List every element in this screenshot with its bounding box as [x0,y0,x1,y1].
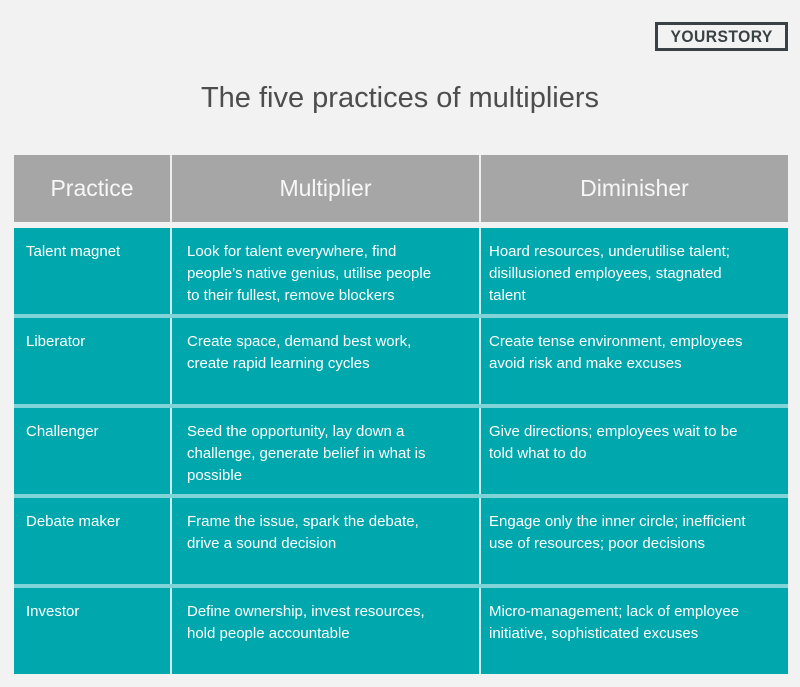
diminisher-cell: Hoard resources, underutilise talent; di… [479,228,788,314]
multiplier-cell: Define ownership, invest resources, hold… [170,588,479,674]
page-title: The five practices of multipliers [200,82,600,114]
multiplier-cell: Seed the opportunity, lay down a challen… [170,408,479,494]
column-header-practice: Practice [50,175,134,201]
diminisher-cell: Give directions; employees wait to be to… [479,408,788,494]
table-body: Talent magnet Look for talent everywhere… [14,228,788,674]
multiplier-cell: Frame the issue, spark the debate, drive… [170,498,479,584]
practice-cell: Liberator [26,333,86,350]
multipliers-table: Practice Multiplier Diminisher Talent ma… [14,155,788,674]
table-row: Challenger Seed the opportunity, lay dow… [14,404,788,494]
diminisher-cell: Create tense environment, employees avoi… [479,318,788,404]
table-row: Talent magnet Look for talent everywhere… [14,228,788,314]
multiplier-cell: Look for talent everywhere, find people’… [170,228,479,314]
column-header-multiplier: Multiplier [170,155,479,222]
yourstory-logo-text: YOURSTORY [670,26,773,46]
yourstory-logo: YOURSTORY [654,22,788,51]
table-row: Investor Define ownership, invest resour… [14,584,788,674]
diminisher-cell: Micro-management; lack of employee initi… [479,588,788,674]
practice-cell: Debate maker [26,513,121,530]
practice-cell: Investor [26,603,80,620]
practice-cell: Challenger [26,423,99,440]
table-row: Liberator Create space, demand best work… [14,314,788,404]
table-header-row: Practice Multiplier Diminisher [14,155,788,222]
table-row: Debate maker Frame the issue, spark the … [14,494,788,584]
column-header-diminisher: Diminisher [479,155,788,222]
diminisher-cell: Engage only the inner circle; inefficien… [479,498,788,584]
practice-cell: Talent magnet [26,243,121,260]
multiplier-cell: Create space, demand best work, create r… [170,318,479,404]
